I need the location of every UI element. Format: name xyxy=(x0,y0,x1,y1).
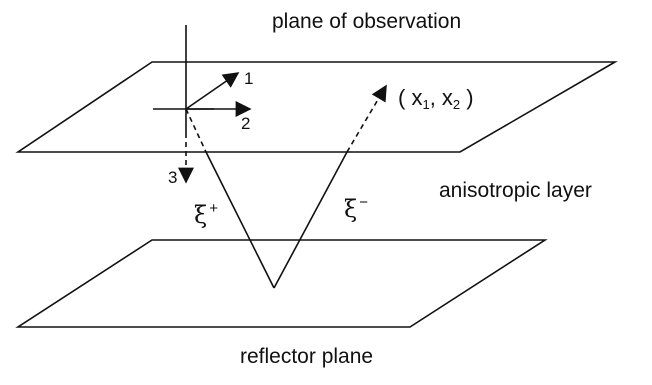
upgoing-ray-dashed xyxy=(346,84,387,153)
xi-minus-symbol: ξ xyxy=(344,195,358,223)
downgoing-ray-label: ξ+ xyxy=(194,201,218,227)
coord-close: ) xyxy=(460,85,474,110)
xi-minus-sign: − xyxy=(359,194,368,211)
xi-plus-symbol: ξ xyxy=(194,201,208,229)
downgoing-ray xyxy=(205,151,275,289)
upgoing-ray xyxy=(273,151,348,289)
observation-plane-label: plane of observation xyxy=(272,10,462,33)
reflector-plane-label: reflector plane xyxy=(240,345,374,368)
observation-point-label: ( x1, x2 ) xyxy=(398,85,474,112)
axis-3-label: 3 xyxy=(168,168,178,187)
anisotropic-layer-label: anisotropic layer xyxy=(439,179,592,202)
coord-comma: , x xyxy=(429,85,453,110)
coord-sub-1: 1 xyxy=(422,97,430,112)
axis-1-label: 1 xyxy=(244,69,254,88)
coord-sub-2: 2 xyxy=(452,97,461,112)
upgoing-ray-label: ξ− xyxy=(344,195,368,221)
axis-2-label: 2 xyxy=(241,114,251,133)
reflector-plane-shape xyxy=(15,239,548,328)
xi-plus-sign: + xyxy=(209,200,218,217)
downgoing-ray-dashed xyxy=(185,108,207,153)
coord-open: ( x xyxy=(398,85,423,110)
axis-1-arrow xyxy=(185,72,240,110)
observation-plane xyxy=(15,61,618,153)
